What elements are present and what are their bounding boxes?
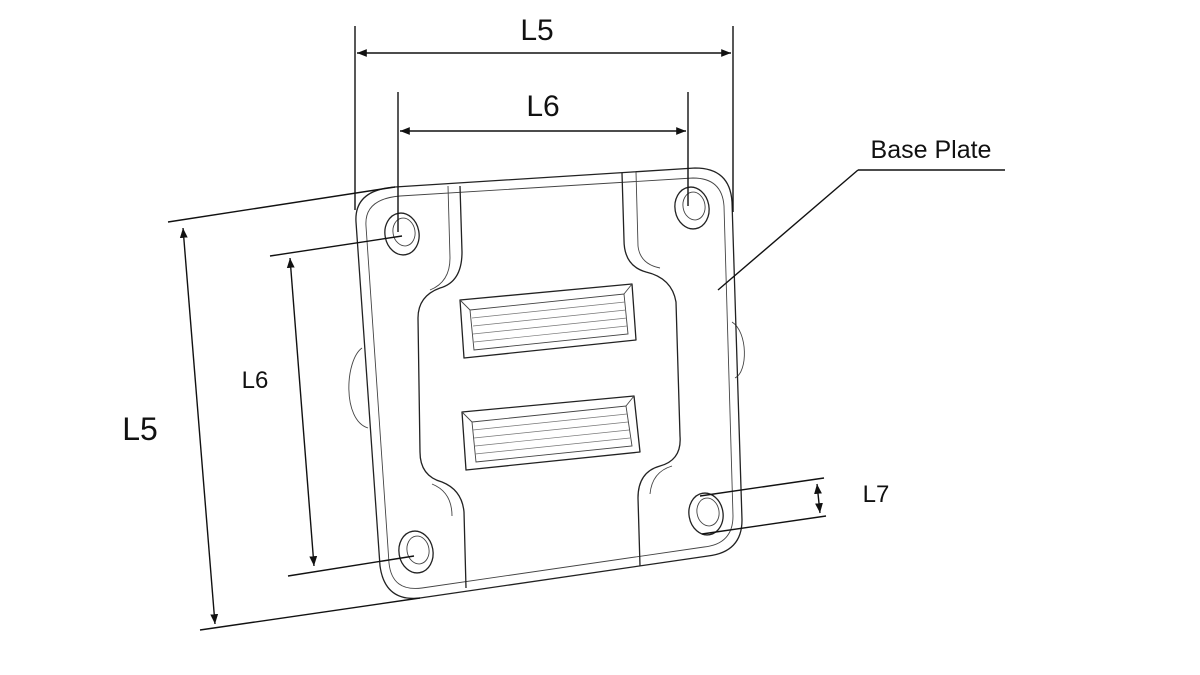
label-top-l6: L6 <box>526 90 559 123</box>
mounting-hole-top-right <box>674 186 710 230</box>
center-body <box>417 185 467 589</box>
mounting-hole-bottom-right <box>688 492 724 536</box>
label-left-l6: L6 <box>242 367 269 394</box>
label-left-l5: L5 <box>122 411 158 447</box>
upper-slot <box>459 283 637 359</box>
base-plate-part <box>348 167 745 600</box>
lower-slot <box>461 395 641 471</box>
label-top-l5: L5 <box>520 14 553 47</box>
label-base-plate: Base Plate <box>871 136 992 164</box>
right-ear <box>731 321 745 379</box>
dimension-left-inner <box>269 235 415 577</box>
dimension-left-outer <box>167 186 421 631</box>
left-ear <box>348 347 369 429</box>
plate-outline <box>355 167 743 600</box>
dimension-top-outer <box>354 26 734 212</box>
mounting-hole-top-left <box>384 212 420 256</box>
dimension-top-inner <box>397 92 689 232</box>
label-l7: L7 <box>863 481 890 508</box>
dimension-hole <box>699 477 827 535</box>
callout-leader <box>717 169 1005 291</box>
mounting-hole-bottom-left <box>398 530 434 574</box>
